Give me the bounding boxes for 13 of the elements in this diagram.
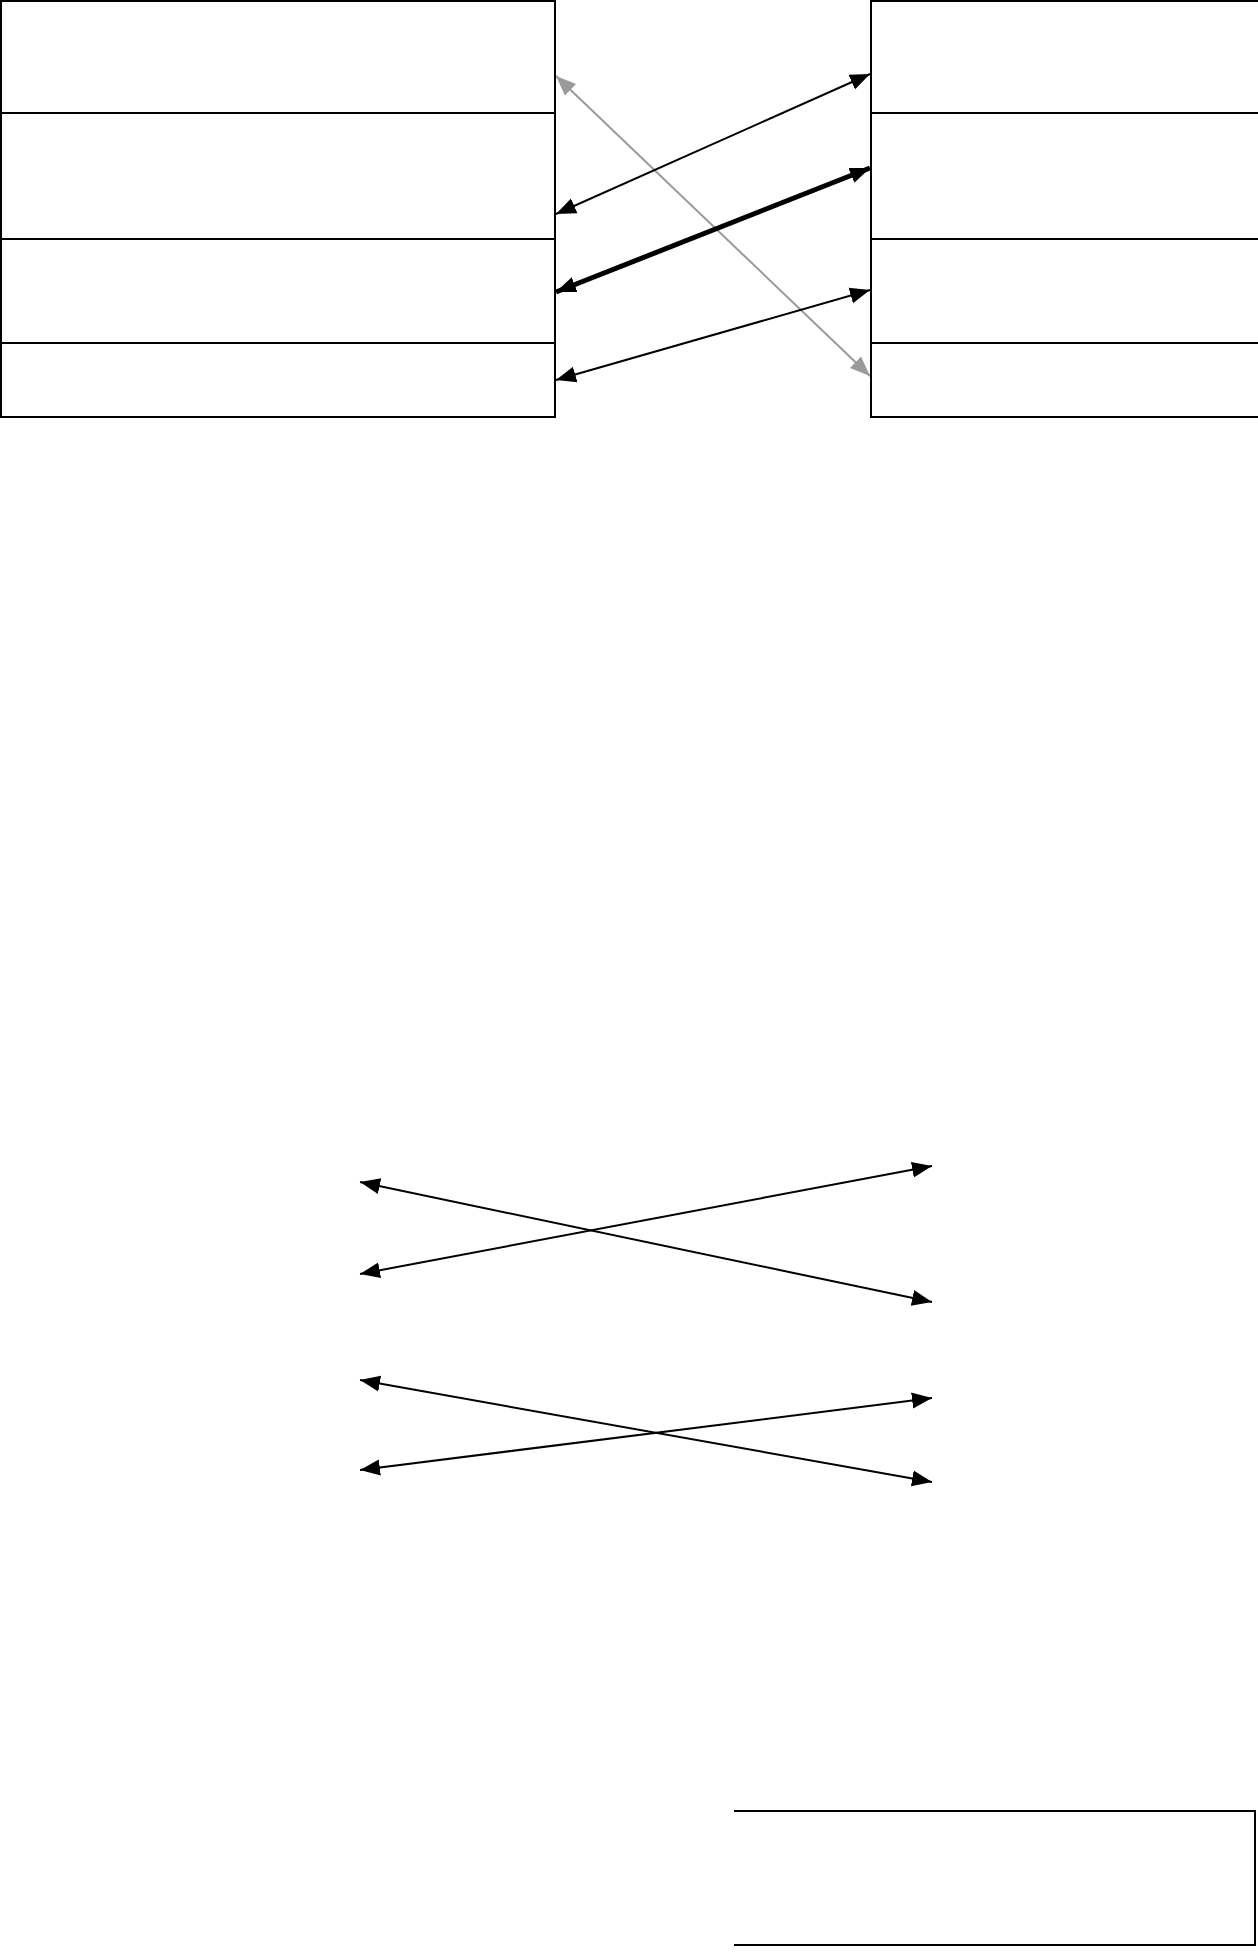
empty-box — [870, 114, 1258, 240]
empty-box — [734, 1810, 1256, 1946]
double-arrow — [555, 165, 871, 295]
empty-box — [0, 240, 556, 344]
empty-box — [870, 344, 1258, 418]
empty-box — [0, 0, 556, 114]
empty-box — [0, 344, 556, 418]
double-arrow — [555, 287, 871, 383]
empty-box — [870, 240, 1258, 344]
empty-box — [870, 0, 1258, 114]
double-arrow — [555, 75, 871, 377]
empty-box — [0, 114, 556, 240]
double-arrow — [555, 73, 871, 215]
